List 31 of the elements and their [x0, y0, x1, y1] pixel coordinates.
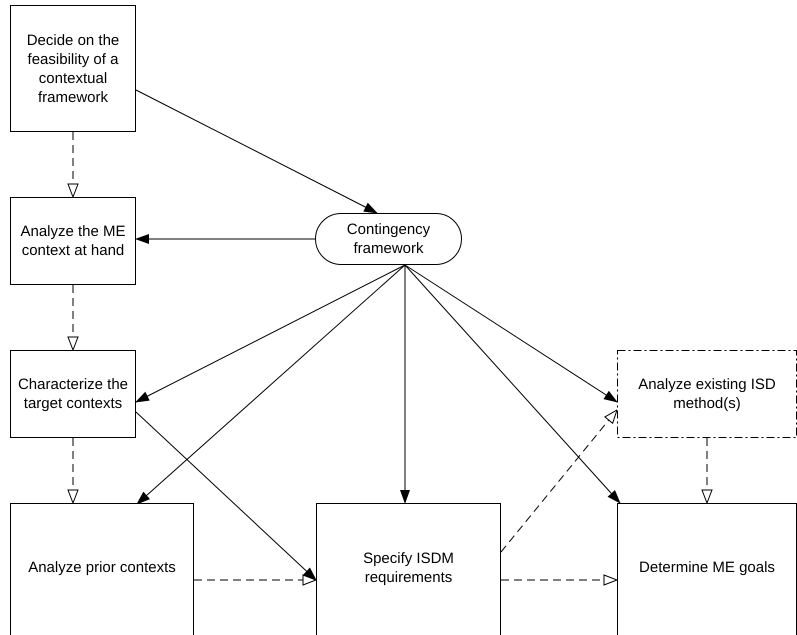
node-label: Analyze the ME context at hand: [19, 222, 127, 260]
node-label: Specify ISDM requirements: [362, 548, 455, 586]
arrow: [404, 264, 621, 504]
arrow: [136, 90, 378, 214]
arrow: [135, 234, 316, 244]
process-box: [10, 503, 194, 635]
arrow: [136, 264, 406, 505]
arrow: [404, 264, 618, 403]
process-box: [316, 503, 501, 635]
process-box: [617, 350, 797, 438]
terminator-shape: [315, 213, 462, 265]
node-label: Contingency framework: [346, 220, 432, 258]
arrow: [194, 574, 316, 586]
process-box: [617, 503, 797, 635]
node-label: Determine ME goals: [639, 558, 775, 577]
arrow: [68, 284, 78, 350]
arrow: [68, 132, 78, 198]
arrow: [500, 410, 618, 552]
arrow: [400, 264, 410, 504]
node-label: Analyze prior contexts: [28, 558, 176, 577]
process-box: [10, 350, 136, 438]
arrow: [135, 264, 406, 402]
process-box: [10, 197, 136, 285]
arrow: [702, 438, 712, 504]
node-label: Characterize the target contexts: [16, 375, 130, 413]
arrow: [68, 438, 78, 504]
node-label: Analyze existing ISD method(s): [637, 375, 777, 413]
process-box: [10, 5, 136, 132]
arrow: [500, 574, 618, 586]
node-label: Decide on the feasibility of a contextual framework: [26, 30, 120, 106]
arrow: [136, 412, 317, 581]
